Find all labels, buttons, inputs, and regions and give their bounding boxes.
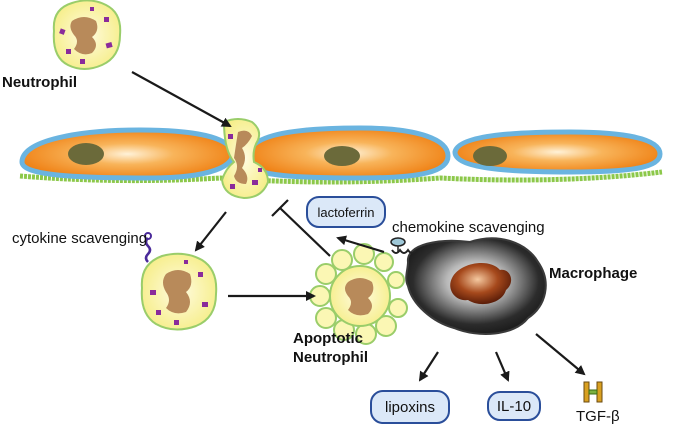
endothelial-nucleus-2 (324, 146, 360, 166)
tgf-beta-label: TGF-β (576, 408, 620, 425)
apoptotic-neutrophil (309, 243, 408, 345)
apoptotic-neutrophil-label-line1: Apoptotic (293, 330, 363, 347)
lactoferrin-box: lactoferrin (306, 196, 386, 228)
cytokine-scavenging-neutrophil (140, 232, 218, 331)
transmigrating-neutrophil (220, 118, 270, 200)
endothelial-cell-3 (452, 129, 663, 175)
endothelial-cell-1 (19, 127, 236, 181)
lipoxins-box: lipoxins (370, 390, 450, 424)
endothelial-nucleus-3 (473, 146, 507, 166)
neutrophil-label: Neutrophil (2, 74, 77, 91)
endothelial-nucleus-1 (68, 143, 104, 165)
macrophage-label: Macrophage (549, 265, 638, 282)
arrow-neutrophil-to-endothelium (131, 71, 232, 127)
arrow-to-lipoxins (418, 351, 439, 382)
neutrophil-cell (52, 0, 122, 70)
arrow-to-il10 (494, 351, 510, 382)
arrow-to-tgf-beta (535, 333, 586, 376)
basement-membrane (19, 169, 663, 185)
tgf-beta-icon (583, 381, 603, 403)
apoptotic-neutrophil-label-line2: Neutrophil (293, 349, 368, 366)
chemokine-scavenging-label: chemokine scavenging (392, 219, 545, 236)
cytokine-scavenging-label: cytokine scavenging (12, 230, 148, 247)
arrow-to-lactoferrin (336, 235, 385, 254)
inhibition-line (279, 207, 331, 257)
endothelium (19, 125, 663, 185)
il10-box: IL-10 (487, 391, 541, 421)
arrows (131, 71, 586, 382)
macrophage-cell (390, 237, 547, 335)
arrow-to-cytokine-scavenging (194, 211, 227, 252)
inhibition-bar (271, 199, 289, 217)
